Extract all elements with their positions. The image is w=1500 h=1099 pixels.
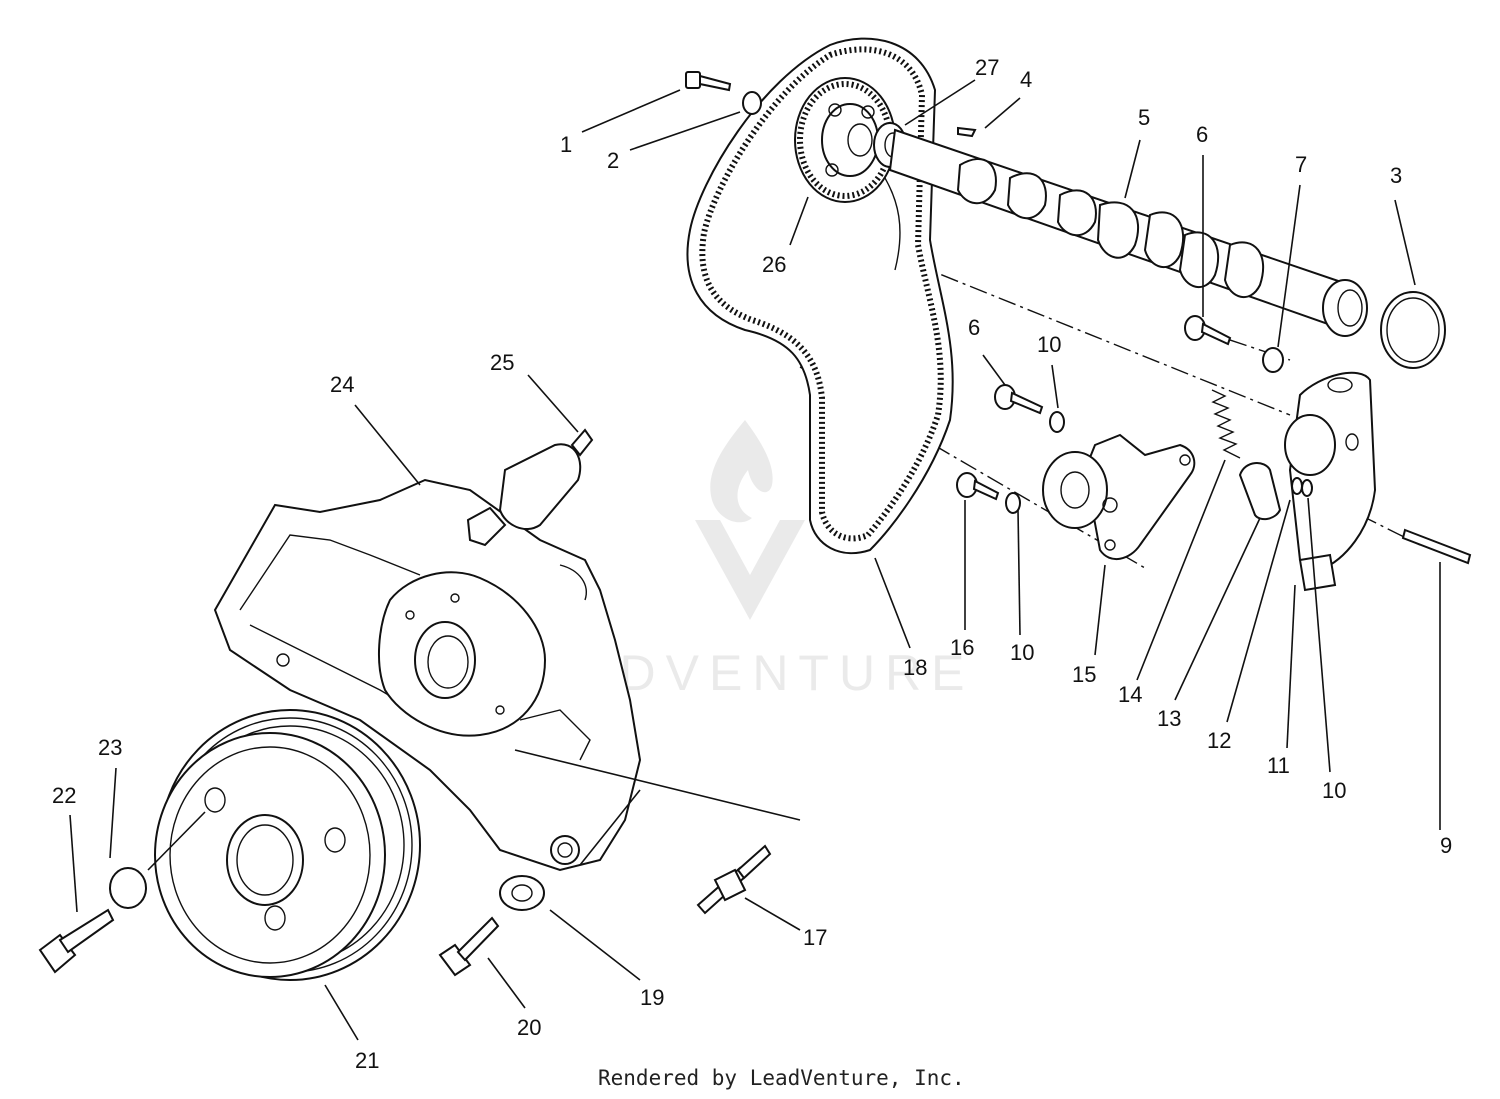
callout-12: 12 — [1207, 728, 1231, 753]
callout-21: 21 — [355, 1048, 379, 1073]
bolt-lower-6 — [994, 384, 1044, 415]
footer-credit: Rendered by LeadVenture, Inc. — [598, 1066, 965, 1090]
callout-23: 23 — [98, 735, 122, 760]
washer-10-lower — [1005, 492, 1021, 514]
callout-6-lower: 6 — [968, 315, 980, 340]
washer-23 — [109, 867, 147, 909]
callout-9: 9 — [1440, 833, 1452, 858]
callout-11: 11 — [1267, 753, 1290, 778]
bolt-22 — [38, 908, 115, 974]
callout-26: 26 — [762, 252, 786, 277]
callout-10-top: 10 — [1037, 332, 1061, 357]
callout-20: 20 — [517, 1015, 541, 1040]
callout-3: 3 — [1390, 163, 1402, 188]
tensioner-bracket — [1284, 371, 1472, 592]
callout-27: 27 — [975, 55, 999, 80]
washer-top — [742, 91, 762, 115]
crank-pulley — [154, 709, 421, 981]
callout-4: 4 — [1020, 67, 1032, 92]
bolt-20 — [438, 916, 500, 977]
callout-7: 7 — [1295, 152, 1307, 177]
washer-19 — [499, 875, 545, 911]
bolt-16 — [956, 472, 1000, 501]
bolt-top — [685, 71, 732, 92]
tensioner-pulley — [1042, 433, 1196, 560]
o-ring — [1380, 291, 1446, 369]
callout-22: 22 — [52, 783, 76, 808]
pump-flange — [377, 571, 547, 737]
washer-10-upper — [1049, 411, 1065, 433]
callout-16: 16 — [950, 635, 974, 660]
callout-5: 5 — [1138, 105, 1150, 130]
callout-6-upper: 6 — [1196, 122, 1208, 147]
leader-lines — [69, 79, 1441, 1041]
callout-14: 14 — [1118, 682, 1142, 707]
callout-1: 1 — [560, 132, 572, 157]
callout-15: 15 — [1072, 662, 1096, 687]
tensioner-spring — [1211, 389, 1241, 459]
callout-18: 18 — [903, 655, 927, 680]
callout-24: 24 — [330, 372, 354, 397]
tensioner-plunger — [1238, 462, 1282, 521]
callout-2: 2 — [607, 148, 619, 173]
callout-10-right: 10 — [1322, 778, 1346, 803]
callout-19: 19 — [640, 985, 664, 1010]
washer-7 — [1262, 347, 1284, 373]
camshaft — [888, 128, 1368, 337]
woodruff-key — [957, 126, 977, 138]
callout-17: 17 — [803, 925, 827, 950]
washer-19-hole — [511, 884, 533, 902]
callout-13: 13 — [1157, 706, 1181, 731]
callout-labels: 1 2 3 4 5 6 6 7 9 10 10 10 11 12 13 14 1… — [52, 55, 1452, 1073]
bolt-upper-6 — [1184, 315, 1232, 346]
temperature-sensor — [466, 428, 594, 547]
stud-17 — [696, 844, 772, 915]
callout-25: 25 — [490, 350, 514, 375]
callout-10-mid: 10 — [1010, 640, 1034, 665]
